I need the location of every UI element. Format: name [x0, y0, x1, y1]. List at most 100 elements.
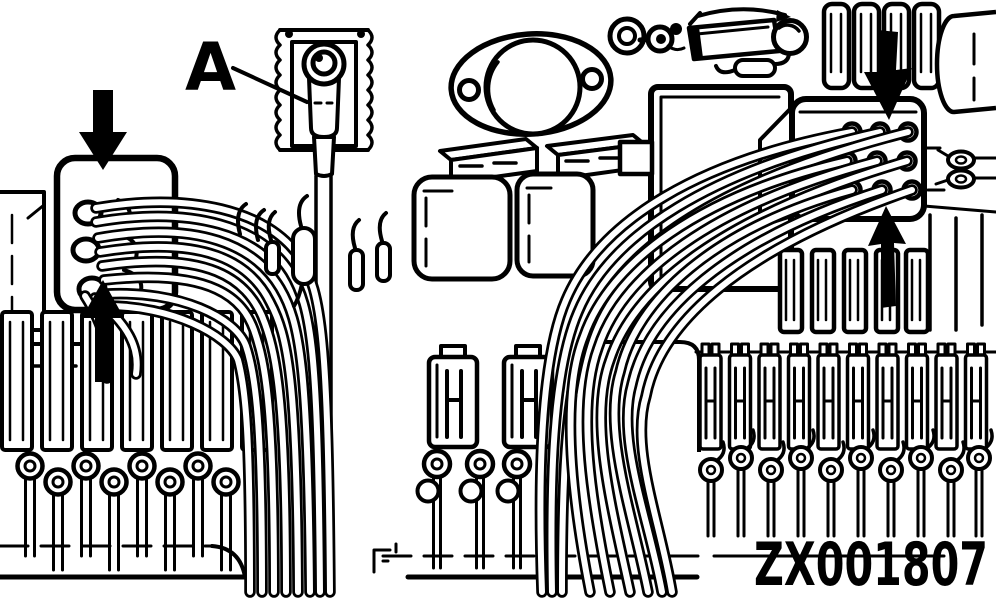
- fuse-slots: [822, 366, 835, 440]
- bullet-connector-inner: [617, 26, 637, 46]
- fuse-bar-inner: [816, 258, 828, 322]
- pin-head: [464, 448, 496, 480]
- pin-head-inner: [430, 457, 444, 471]
- left-wire-bundle: [79, 196, 336, 598]
- pin-head-inner: [510, 457, 524, 471]
- center-pins: [415, 448, 533, 570]
- pin-stem: [136, 475, 148, 558]
- cartridge-fuse-band: [689, 27, 703, 59]
- plate-rivet: [285, 30, 293, 38]
- pin-stem: [706, 478, 716, 538]
- inline-fuse: [291, 226, 317, 286]
- fuse-bars-under-connector: [777, 247, 931, 335]
- pin-head: [127, 451, 157, 481]
- pin-stem: [24, 475, 36, 558]
- pin-head: [43, 467, 73, 497]
- right-arrows: [864, 30, 912, 308]
- fuse-pocket: [160, 310, 194, 452]
- fuse-slots: [520, 369, 538, 439]
- cartridge-fuse-line: [695, 25, 770, 36]
- plate-rivet: [357, 30, 365, 38]
- pin-head: [966, 445, 992, 471]
- pin-head-inner: [765, 464, 777, 476]
- pin-head: [211, 467, 241, 497]
- fuse-slots: [970, 366, 982, 440]
- pin-head: [15, 451, 45, 481]
- inline-fuse: [264, 240, 281, 276]
- pin-stem: [164, 491, 176, 572]
- pin-head: [501, 448, 533, 480]
- pin-head-inner: [219, 475, 233, 489]
- callout-leader-line: [231, 66, 309, 104]
- wire-core: [548, 129, 883, 595]
- pocket-inner: [168, 320, 185, 442]
- fuse-swoosh: [688, 7, 787, 26]
- base-corner: [210, 544, 247, 579]
- pin-head: [818, 457, 844, 483]
- inline-fuse: [348, 248, 365, 292]
- mount-hole: [580, 67, 604, 91]
- pin-stem: [974, 466, 984, 538]
- pin-head-lower: [495, 478, 521, 504]
- bullet-connector: [607, 16, 647, 56]
- fuse-slots: [793, 366, 805, 440]
- pin-stem: [736, 466, 746, 538]
- relay-boxes: [411, 171, 596, 282]
- pin-stem: [886, 478, 896, 538]
- fuse-pocket: [0, 310, 34, 452]
- lead-hook: [350, 218, 361, 250]
- pin-head-inner: [23, 459, 37, 473]
- link-hooks: [714, 52, 791, 75]
- partial-box-edge: [0, 190, 46, 332]
- fuse-slots: [911, 366, 923, 440]
- fuse-bar: [841, 247, 869, 335]
- fuse-slots: [704, 366, 717, 440]
- wire-core: [598, 158, 910, 595]
- fuse-bar: [777, 247, 805, 335]
- wire-core: [638, 187, 915, 595]
- pocket-inner: [8, 320, 25, 442]
- cap-highlight: [777, 23, 801, 33]
- probe-head-dot: [315, 54, 323, 62]
- pin-head-inner: [795, 452, 807, 464]
- pin-head: [848, 445, 874, 471]
- pin-head-inner: [79, 459, 93, 473]
- pin-head: [788, 445, 814, 471]
- pin-head-inner: [825, 464, 837, 476]
- wire-link: [733, 58, 777, 78]
- pin-head-inner: [705, 464, 717, 476]
- right-wire-bundle: [534, 126, 918, 598]
- plate-scallop-right: [366, 28, 374, 152]
- tray-marks: [372, 542, 398, 574]
- pin-head-inner: [735, 452, 747, 464]
- pin-head: [878, 457, 904, 483]
- left-arrows: [79, 90, 127, 382]
- pin-stem: [52, 491, 64, 572]
- pin-stem: [916, 466, 926, 538]
- fuse-slots: [763, 366, 776, 440]
- relay: [411, 174, 513, 282]
- pin-stem: [80, 475, 92, 558]
- pin-head: [71, 451, 101, 481]
- wire-core: [103, 290, 265, 595]
- bullet-center: [656, 34, 666, 44]
- side-tab: [617, 139, 655, 177]
- pin-head-lower: [458, 478, 484, 504]
- lead-hook: [266, 210, 277, 242]
- pin-head: [938, 457, 964, 483]
- fuse-slots: [734, 366, 746, 440]
- left-terminal-pins: [15, 451, 241, 572]
- wire-core: [584, 158, 880, 595]
- pin-stem: [796, 466, 806, 538]
- fuse-slots: [940, 366, 953, 440]
- wire-core: [537, 129, 855, 595]
- fuse-bar-inner: [784, 258, 796, 322]
- pin-head-inner: [885, 464, 897, 476]
- inline-fuse: [375, 241, 392, 283]
- wire-core: [95, 229, 313, 595]
- fuse-inner: [919, 12, 933, 74]
- pin-head-inner: [945, 464, 957, 476]
- eyelet-inner: [954, 155, 968, 165]
